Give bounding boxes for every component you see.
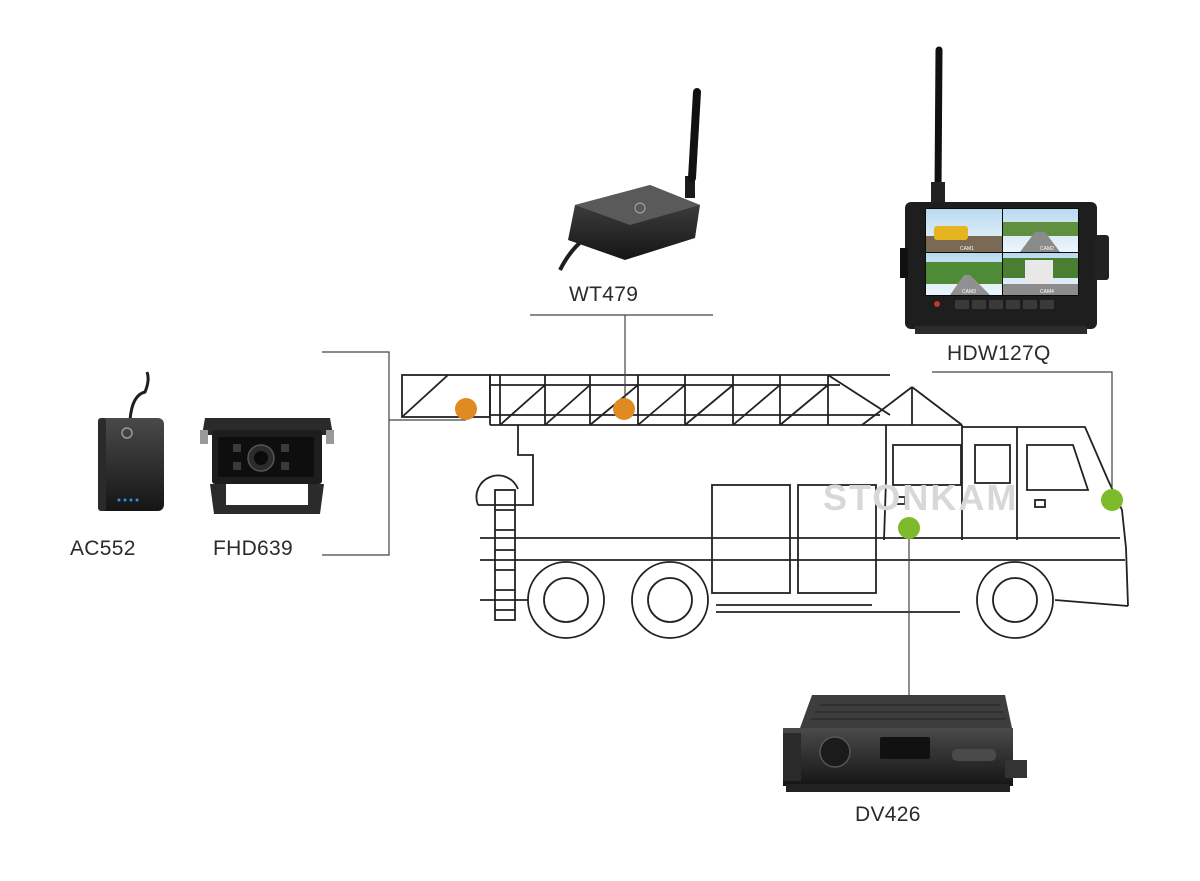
ladder-truss (401, 374, 963, 426)
cam-label-3: CAM3 (962, 289, 976, 295)
label-ac552: AC552 (70, 537, 136, 560)
mobile-dvr-icon (783, 695, 1027, 792)
label-wt479: WT479 (569, 283, 639, 306)
monitor-screen-cam4: CAM4 (1003, 253, 1078, 295)
wireless-transmitter-icon (558, 88, 701, 271)
orange-point-ladder-mid (613, 398, 635, 420)
truck-body (475, 425, 1129, 621)
label-hdw127q: HDW127Q (947, 342, 1051, 365)
brand-watermark: STONKAM (823, 477, 1018, 518)
label-fhd639: FHD639 (213, 537, 293, 560)
monitor-screen-cam3: CAM3 (926, 253, 1002, 295)
truck-cab (883, 425, 1129, 607)
install-points (455, 398, 1123, 539)
label-dv426: DV426 (855, 803, 921, 826)
fire-truck-outline (401, 374, 1129, 639)
monitor-screen-cam1: CAM1 (926, 209, 1002, 252)
monitor-buttons (934, 300, 1054, 309)
monitor-screen-cam2: CAM2 (1003, 209, 1078, 252)
battery-camera-icon (98, 371, 164, 511)
truck-wheels (527, 561, 1054, 639)
rear-camera-icon (200, 418, 334, 514)
green-point-cab-side (898, 517, 920, 539)
cam-label-4: CAM4 (1040, 289, 1054, 295)
orange-point-ladder-rear (455, 398, 477, 420)
connector-lines (322, 314, 1113, 700)
quad-monitor-icon: CAM1 CAM2 CAM3 CAM4 (900, 46, 1109, 334)
cam-label-1: CAM1 (960, 246, 974, 252)
green-point-cab-front (1101, 489, 1123, 511)
cam-label-2: CAM2 (1040, 246, 1054, 252)
